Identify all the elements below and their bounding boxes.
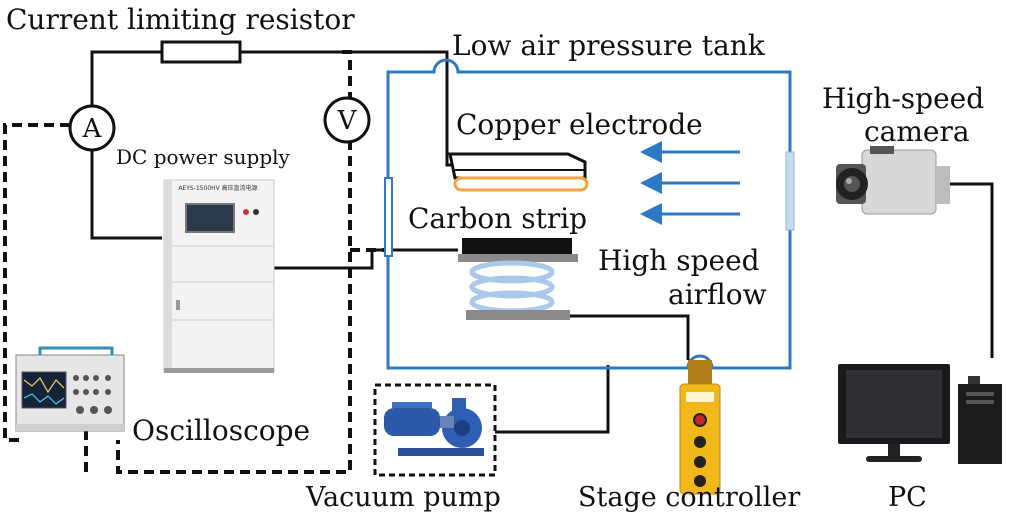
vacuum-pump-box bbox=[373, 383, 497, 477]
dc-power-supply: AEYS-1500HV 高压直流电源 bbox=[163, 179, 275, 373]
stage-button-3 bbox=[694, 475, 706, 487]
stage-button-red bbox=[693, 413, 707, 427]
label-copper-electrode: Copper electrode bbox=[456, 108, 703, 141]
label-stage-controller: Stage controller bbox=[578, 482, 800, 513]
supply-model-label: AEYS-1500HV 高压直流电源 bbox=[178, 184, 257, 192]
oscilloscope-screen bbox=[21, 371, 67, 409]
oscilloscope bbox=[15, 346, 125, 432]
label-high-speed-camera-line1: High-speed bbox=[822, 82, 984, 115]
pc bbox=[838, 364, 1002, 464]
low-air-pressure-tank bbox=[386, 58, 792, 370]
stage-controller bbox=[679, 360, 721, 495]
vacuum-pump bbox=[384, 398, 484, 456]
stage-button-2 bbox=[694, 456, 706, 468]
electrode-pad bbox=[453, 176, 589, 192]
stage-spring bbox=[469, 260, 555, 314]
signal-wires-dashed bbox=[3, 50, 388, 474]
label-high-speed-camera-line2: camera bbox=[864, 115, 970, 148]
label-current-limiting-resistor: Current limiting resistor bbox=[6, 3, 355, 36]
label-carbon-strip: Carbon strip bbox=[408, 202, 587, 235]
label-high-speed-airflow-line1: High speed bbox=[598, 244, 760, 277]
carbon-strip bbox=[462, 238, 572, 254]
ammeter-symbol: A bbox=[82, 114, 103, 144]
label-low-air-pressure-tank: Low air pressure tank bbox=[452, 29, 766, 62]
high-speed-camera bbox=[836, 146, 950, 215]
label-high-speed-airflow-line2: airflow bbox=[668, 278, 767, 311]
tank-right-window bbox=[785, 151, 795, 231]
label-oscilloscope: Oscilloscope bbox=[132, 414, 310, 447]
airflow-arrows bbox=[640, 141, 740, 225]
label-dc-power-supply: DC power supply bbox=[116, 145, 291, 169]
stage-lower-plate bbox=[466, 310, 570, 320]
label-vacuum-pump: Vacuum pump bbox=[305, 482, 501, 513]
voltmeter-symbol: V bbox=[337, 106, 358, 136]
voltmeter: V bbox=[323, 96, 371, 144]
ammeter: A bbox=[68, 104, 116, 152]
stage-upper-plate bbox=[458, 254, 578, 262]
stage-button-1 bbox=[694, 436, 706, 448]
label-pc: PC bbox=[888, 482, 927, 513]
tank-left-window bbox=[384, 177, 393, 257]
pc-tower bbox=[958, 384, 1002, 464]
current-limiting-resistor bbox=[160, 40, 242, 64]
supply-display-screen bbox=[185, 203, 235, 233]
copper-electrode bbox=[448, 152, 589, 192]
